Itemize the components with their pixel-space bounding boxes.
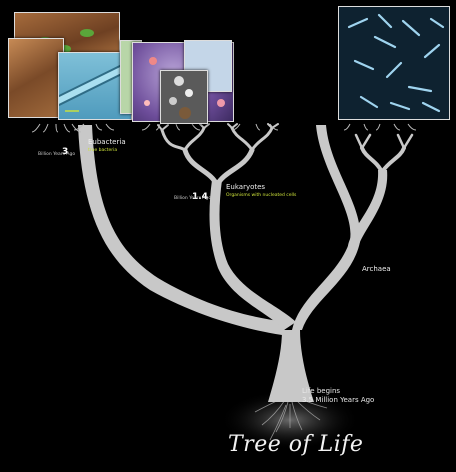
rods-icon	[347, 13, 445, 113]
eukaryote-age-unit: Billion Years Ago	[174, 196, 212, 201]
eubacteria-subtitle: true bacteria	[88, 148, 118, 153]
leaf-tips	[31, 123, 417, 133]
spores-photo	[160, 70, 208, 124]
eubacteria-name: Eubacteria	[88, 138, 126, 146]
eubacteria-age-unit: Billion Years Ago	[38, 152, 76, 157]
eukaryote-fan	[157, 123, 279, 188]
spores-icon	[169, 76, 193, 119]
archaea-fan	[354, 133, 414, 174]
eubacteria-age-value: 3	[62, 147, 69, 157]
archaea-rods-photo	[338, 6, 450, 120]
roots	[254, 397, 328, 441]
eubacteria-branch	[78, 125, 288, 335]
main-trunk	[268, 330, 314, 402]
origin-line2: 3.5 Million Years Ago	[302, 396, 375, 404]
light-blue-photo	[184, 40, 232, 92]
origin-label: Life begins 3.5 Million Years Ago	[302, 387, 374, 405]
eukaryote-name: Eukaryotes	[226, 183, 266, 191]
archaea-name: Archaea	[362, 265, 391, 273]
eukaryote-subtitle: Organisms with nucleated cells	[226, 193, 297, 198]
archaea-branch	[292, 125, 361, 330]
archaea-upper-branch	[348, 170, 388, 248]
page-title: Tree of Life	[228, 432, 364, 457]
eukaryote-branch	[209, 180, 296, 330]
soil-photo	[8, 38, 64, 118]
eukaryote-age-value: 1.4	[192, 192, 208, 202]
origin-line1: Life begins	[302, 387, 341, 395]
